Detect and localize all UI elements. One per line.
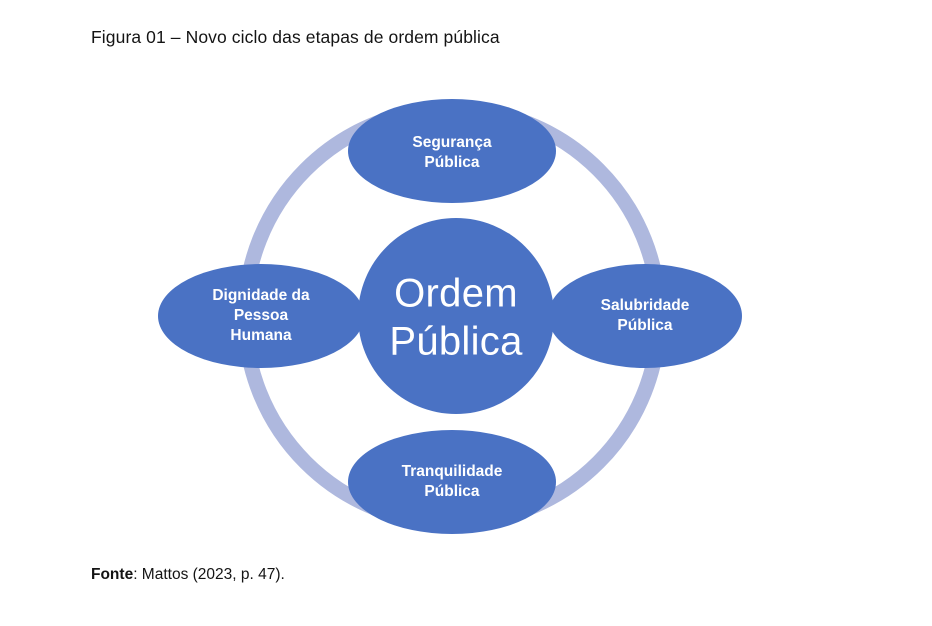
node-dignidade-pessoa-humana-line1: Dignidade da — [212, 287, 310, 304]
node-tranquilidade-publica[interactable]: Tranquilidade Pública — [348, 430, 556, 534]
node-dignidade-pessoa-humana-line3: Humana — [230, 327, 292, 344]
node-seguranca-publica-line2: Pública — [424, 154, 480, 171]
node-dignidade-pessoa-humana-line2: Pessoa — [234, 307, 289, 324]
cycle-diagram: Segurança Pública Dignidade da Pessoa Hu… — [0, 62, 932, 542]
node-tranquilidade-publica-line2: Pública — [424, 483, 480, 500]
node-salubridade-publica-line2: Pública — [617, 317, 673, 334]
figure-source-prefix: Fonte — [91, 566, 134, 583]
node-salubridade-publica-line1: Salubridade — [601, 297, 690, 314]
figure-source-text: : Mattos (2023, p. 47). — [133, 566, 285, 583]
center-node[interactable]: Ordem Pública — [358, 218, 554, 414]
node-tranquilidade-publica-shape — [348, 430, 556, 534]
figure-source: Fonte: Mattos (2023, p. 47). — [91, 565, 285, 585]
center-node-line2: Pública — [389, 320, 523, 364]
center-node-shape — [358, 218, 554, 414]
center-node-line1: Ordem — [394, 272, 518, 316]
node-seguranca-publica-shape — [348, 99, 556, 203]
figure-caption: Figura 01 – Novo ciclo das etapas de ord… — [91, 27, 500, 47]
node-salubridade-publica-shape — [548, 264, 742, 368]
node-seguranca-publica-line1: Segurança — [412, 134, 492, 151]
node-dignidade-pessoa-humana-shape — [158, 264, 364, 368]
node-salubridade-publica[interactable]: Salubridade Pública — [548, 264, 742, 368]
node-tranquilidade-publica-line1: Tranquilidade — [402, 463, 503, 480]
node-dignidade-pessoa-humana[interactable]: Dignidade da Pessoa Humana — [158, 264, 364, 368]
node-seguranca-publica[interactable]: Segurança Pública — [348, 99, 556, 203]
